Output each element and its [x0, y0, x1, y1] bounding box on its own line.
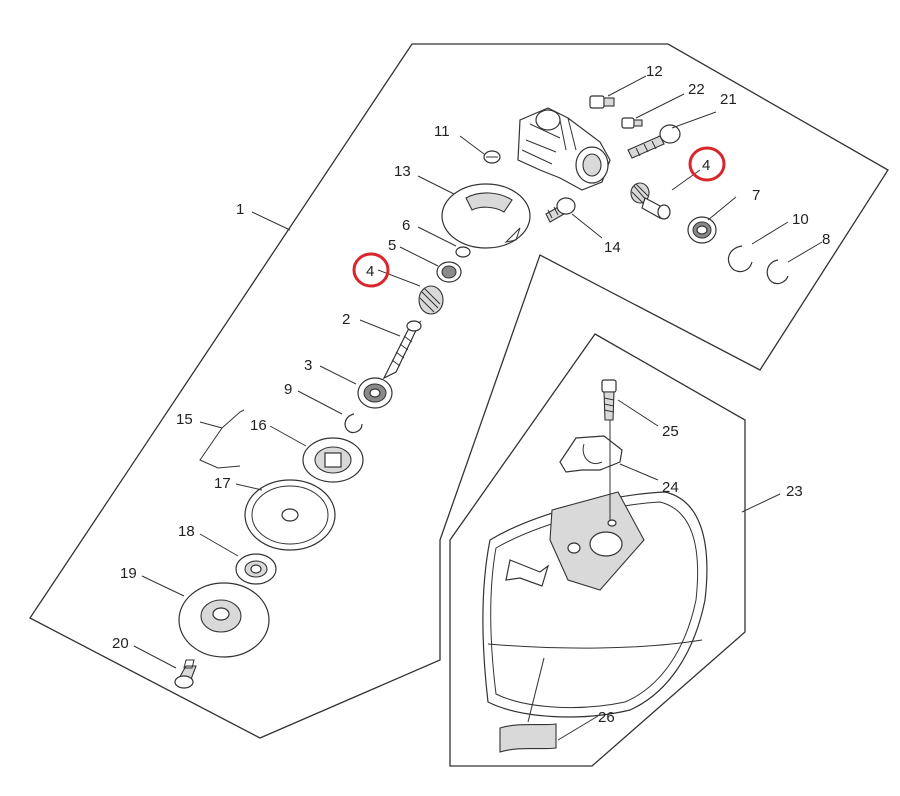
label-13: 13 — [394, 163, 411, 180]
cup-washer-18 — [235, 553, 277, 585]
label-15: 15 — [176, 411, 193, 428]
guard-assembly-frame — [449, 333, 746, 767]
part-labels: 1 2 3 4 5 6 4 7 8 9 10 11 12 13 14 15 16… — [112, 63, 830, 726]
label-7: 7 — [752, 187, 760, 204]
bevel-gear-4-lower — [418, 285, 444, 315]
label-16: 16 — [250, 417, 267, 434]
plate-17 — [244, 479, 336, 551]
highlight-circle-4-lower — [352, 252, 390, 288]
bearing-7 — [687, 216, 717, 244]
shaft-2 — [382, 320, 422, 380]
screw-11 — [483, 150, 501, 164]
label-8: 8 — [822, 231, 830, 248]
washer-6 — [455, 246, 471, 258]
label-26 — [499, 723, 557, 753]
label-4-upper: 4 — [702, 157, 710, 174]
bolt-25 — [601, 379, 617, 520]
bolt-12 — [589, 95, 615, 109]
label-2: 2 — [342, 311, 350, 328]
leader-lines — [133, 75, 823, 741]
gear-case-assembly-frame — [29, 43, 889, 739]
label-9: 9 — [284, 381, 292, 398]
label-19: 19 — [120, 565, 137, 582]
nut-20 — [174, 659, 197, 689]
label-6: 6 — [402, 217, 410, 234]
cover-13 — [441, 183, 531, 249]
label-14: 14 — [604, 239, 621, 256]
cover-19 — [178, 582, 270, 658]
label-11: 11 — [434, 123, 450, 140]
bolt-14 — [545, 197, 576, 223]
bolt-21 — [627, 124, 681, 159]
bearing-3 — [357, 377, 393, 409]
guard-23 — [482, 491, 708, 718]
label-17: 17 — [214, 475, 231, 492]
label-4-lower: 4 — [366, 263, 374, 280]
screw-22 — [621, 117, 643, 129]
snap-ring-9 — [344, 413, 363, 434]
label-3: 3 — [304, 357, 312, 374]
label-10: 10 — [792, 211, 809, 228]
label-25: 25 — [662, 423, 679, 440]
circlip-10 — [727, 245, 753, 273]
label-24: 24 — [662, 479, 679, 496]
highlight-circle-4-upper — [688, 146, 726, 182]
label-21: 21 — [720, 91, 737, 108]
gear-head-housing — [517, 107, 611, 191]
holder-16 — [302, 437, 364, 483]
label-20: 20 — [112, 635, 129, 652]
label-26: 26 — [598, 709, 615, 726]
snap-ring-8 — [766, 259, 789, 285]
label-5: 5 — [388, 237, 396, 254]
label-1: 1 — [236, 201, 244, 218]
label-12: 12 — [646, 63, 663, 80]
pinion-gear-4-upper — [630, 182, 671, 220]
bearing-5 — [436, 261, 462, 283]
bracket-24 — [559, 435, 623, 473]
label-18: 18 — [178, 523, 195, 540]
label-22: 22 — [688, 81, 705, 98]
label-23: 23 — [786, 483, 803, 500]
